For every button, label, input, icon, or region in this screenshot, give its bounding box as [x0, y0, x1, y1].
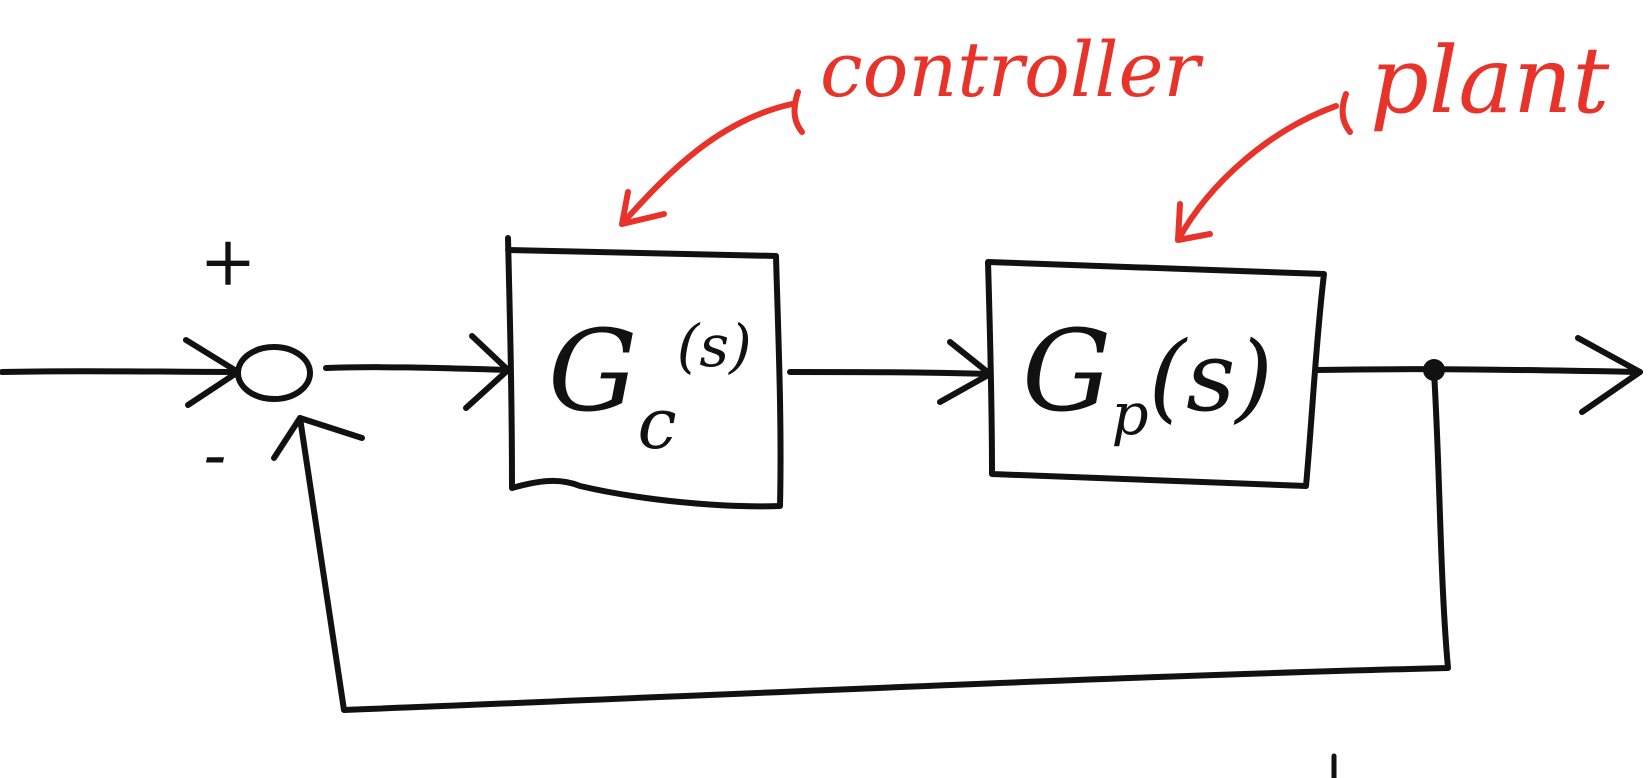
- controller-block: [505, 235, 784, 510]
- controller-annotation-arrow: [619, 89, 805, 227]
- plant-subscript: p: [1111, 380, 1148, 448]
- input-signal-arrow: [0, 337, 241, 408]
- minus-sign: -: [204, 416, 227, 495]
- controller-annotation-label: controller: [820, 25, 1204, 114]
- plant-block: [985, 259, 1327, 489]
- plant-transfer-function: Gp(s): [1022, 307, 1273, 448]
- plant-argument: (s): [1149, 321, 1273, 433]
- plant-annotation-arrow: [1175, 91, 1353, 243]
- plus-sign: +: [200, 223, 257, 302]
- controller-symbol: G: [548, 307, 637, 437]
- output-signal-arrow: [1315, 335, 1643, 415]
- controller-argument: (s): [677, 312, 752, 380]
- feedback-path: [271, 369, 1451, 713]
- summing-junction: [235, 344, 313, 402]
- control-signal-arrow: [787, 339, 993, 405]
- plant-symbol: G: [1022, 307, 1111, 437]
- controller-transfer-function: Gc(s): [548, 307, 752, 465]
- controller-subscript: c: [637, 383, 676, 465]
- error-signal-arrow: [323, 333, 511, 411]
- plant-annotation-label: plant: [1370, 27, 1610, 134]
